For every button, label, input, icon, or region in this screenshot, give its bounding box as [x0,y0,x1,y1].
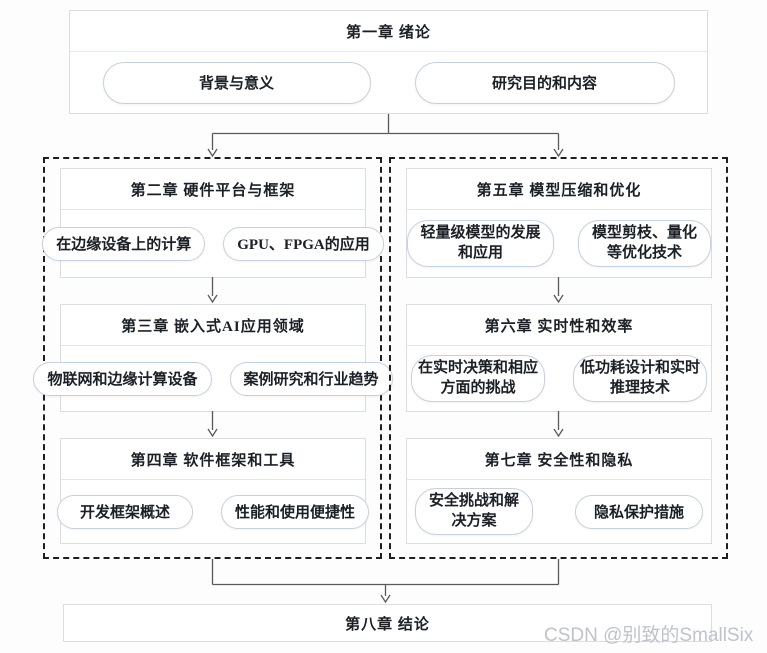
arrow-down-icon [553,148,564,158]
right-dashed-group: 第五章 模型压缩和优化 轻量级模型的发展和应用 模型剪枝、量化等优化技术 第六章… [389,157,728,559]
chapter8-box: 第八章 结论 [63,604,712,642]
arrow-down-icon [207,148,218,158]
left-dashed-group: 第二章 硬件平台与框架 在边缘设备上的计算 GPU、FPGA的应用 第三章 嵌入… [33,157,393,559]
arrow-down-icon [380,594,391,604]
chapter2-box: 第二章 硬件平台与框架 在边缘设备上的计算 GPU、FPGA的应用 [42,168,384,278]
pill-edge-device-computing: 在边缘设备上的计算 [42,226,206,261]
chapter2-title: 第二章 硬件平台与框架 [61,169,365,210]
pill-lightweight-models: 轻量级模型的发展和应用 [407,220,554,267]
pill-low-power-inference: 低功耗设计和实时推理技术 [573,355,707,402]
chapter8-title: 第八章 结论 [345,616,430,633]
chapter1-box: 第一章 绪论 背景与意义 研究目的和内容 [69,10,708,114]
pill-research-purpose: 研究目的和内容 [414,61,675,104]
merge-connector-bottom [211,559,560,604]
pill-performance-usability: 性能和使用便捷性 [221,494,370,529]
pill-security-challenges: 安全挑战和解决方案 [414,488,533,535]
chapter5-title: 第五章 模型压缩和优化 [407,169,711,210]
pill-pruning-quantization: 模型剪枝、量化等优化技术 [577,220,711,267]
pill-iot-edge-devices: 物联网和边缘计算设备 [33,361,212,396]
pill-privacy-protection: 隐私保护措施 [574,494,703,529]
pill-realtime-decision-challenges: 在实时决策和相应方面的挑战 [411,355,545,402]
chapter3-title: 第三章 嵌入式AI应用领域 [61,305,365,346]
chapter3-box: 第三章 嵌入式AI应用领域 物联网和边缘计算设备 案例研究和行业趋势 [33,304,393,412]
chapter7-box: 第七章 安全性和隐私 安全挑战和解决方案 隐私保护措施 [406,438,712,544]
chapter1-title: 第一章 绪论 [70,11,707,52]
chapter5-box: 第五章 模型压缩和优化 轻量级模型的发展和应用 模型剪枝、量化等优化技术 [406,168,712,278]
chapter4-title: 第四章 软件框架和工具 [61,439,365,480]
csdn-watermark: CSDN @别致的SmallSix [544,625,754,646]
pill-gpu-fpga: GPU、FPGA的应用 [223,226,384,261]
chapter1-pill-row: 背景与意义 研究目的和内容 [70,52,707,113]
split-connector-top [207,114,564,158]
chapter3-pill-row: 物联网和边缘计算设备 案例研究和行业趋势 [33,346,393,411]
pill-background-significance: 背景与意义 [102,61,371,104]
chapter2-pill-row: 在边缘设备上的计算 GPU、FPGA的应用 [42,210,384,277]
pill-dev-framework-overview: 开发框架概述 [56,494,193,529]
chapter6-box: 第六章 实时性和效率 在实时决策和相应方面的挑战 低功耗设计和实时推理技术 [406,304,712,412]
chapter4-pill-row: 开发框架概述 性能和使用便捷性 [56,480,370,543]
chapter6-pill-row: 在实时决策和相应方面的挑战 低功耗设计和实时推理技术 [407,346,711,411]
chapter5-pill-row: 轻量级模型的发展和应用 模型剪枝、量化等优化技术 [407,210,711,277]
chapter6-title: 第六章 实时性和效率 [407,305,711,346]
chapter7-pill-row: 安全挑战和解决方案 隐私保护措施 [407,480,711,543]
chapter4-box: 第四章 软件框架和工具 开发框架概述 性能和使用便捷性 [56,438,370,544]
chapter7-title: 第七章 安全性和隐私 [407,439,711,480]
pill-case-studies: 案例研究和行业趋势 [229,361,393,396]
